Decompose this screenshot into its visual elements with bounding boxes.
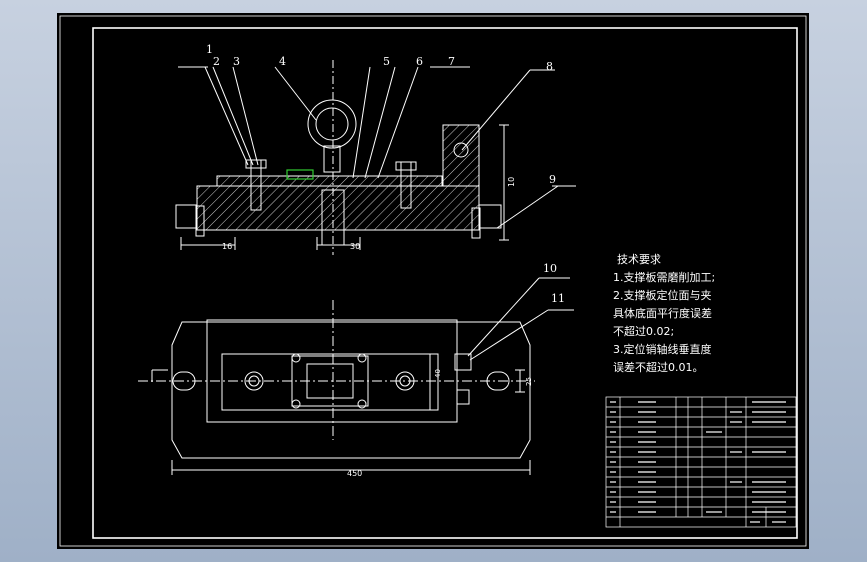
dim-v1: 40 xyxy=(434,369,442,378)
cad-viewport[interactable]: 1 2 3 4 5 6 7 8 9 10 11 16 30 10 xyxy=(57,13,809,549)
dim-right: 10 xyxy=(507,177,516,187)
clamp-stem xyxy=(323,145,341,173)
inner-frame xyxy=(92,27,798,539)
balloon-4: 4 xyxy=(279,55,286,68)
slot-left xyxy=(172,371,196,391)
tech-line-2: 2.支撑板定位面与夹 xyxy=(613,288,712,302)
tech-line-6: 误差不超过0.01。 xyxy=(613,360,704,374)
bolt-nut-left xyxy=(245,159,267,169)
tech-line-1: 1.支撑板需磨削加工; xyxy=(613,270,715,284)
front-section-view xyxy=(175,60,576,255)
dim-overall: 450 xyxy=(347,469,362,478)
balloon-2: 2 xyxy=(213,55,220,68)
outer-frame xyxy=(59,15,807,547)
highlight-mark xyxy=(286,169,314,180)
support-plate-top xyxy=(221,353,439,411)
left-lug xyxy=(175,204,198,229)
tech-line-3: 具体底面平行度误差 xyxy=(613,306,712,320)
tech-title: 技术要求 xyxy=(617,253,661,266)
pin-hole-left xyxy=(244,371,264,391)
tech-line-4: 不超过0.02; xyxy=(613,324,674,338)
tech-line-5: 3.定位销轴线垂直度 xyxy=(613,342,712,356)
base-outline xyxy=(171,321,531,459)
clamp-ring-inner xyxy=(315,107,349,141)
locating-pin-2 xyxy=(456,389,470,405)
pin-right-bottom xyxy=(471,207,481,239)
locating-pin xyxy=(454,353,472,371)
balloon-8: 8 xyxy=(546,60,553,73)
pin-left-bottom xyxy=(195,205,205,237)
clamp-ring-outer xyxy=(307,99,357,149)
balloon-5: 5 xyxy=(383,55,390,68)
parts-list xyxy=(605,396,797,528)
dim-v2: 25 xyxy=(525,377,533,386)
dim-center: 30 xyxy=(350,242,360,251)
balloon-6: 6 xyxy=(416,55,423,68)
support-plate xyxy=(216,175,443,187)
bracket-hole xyxy=(453,142,469,158)
drawing-canvas: 1 2 3 4 5 6 7 8 9 10 11 16 30 10 xyxy=(59,15,807,547)
slot-right xyxy=(486,371,510,391)
pin-hole-left-inner xyxy=(248,375,260,387)
top-view xyxy=(138,277,574,475)
balloon-9: 9 xyxy=(549,173,556,186)
dim-left: 16 xyxy=(222,242,232,251)
balloon-10: 10 xyxy=(543,262,557,275)
balloon-7: 7 xyxy=(448,55,455,68)
balloon-1: 1 xyxy=(206,43,213,56)
pin-hole-right xyxy=(395,371,415,391)
base-plate xyxy=(196,185,480,231)
bolt-nut-right xyxy=(395,161,417,171)
balloon-3: 3 xyxy=(233,55,240,68)
balloon-11: 11 xyxy=(551,292,565,305)
right-lug xyxy=(478,204,502,229)
support-outline xyxy=(206,319,458,423)
right-bracket xyxy=(442,124,480,187)
pin-hole-right-inner xyxy=(399,375,411,387)
